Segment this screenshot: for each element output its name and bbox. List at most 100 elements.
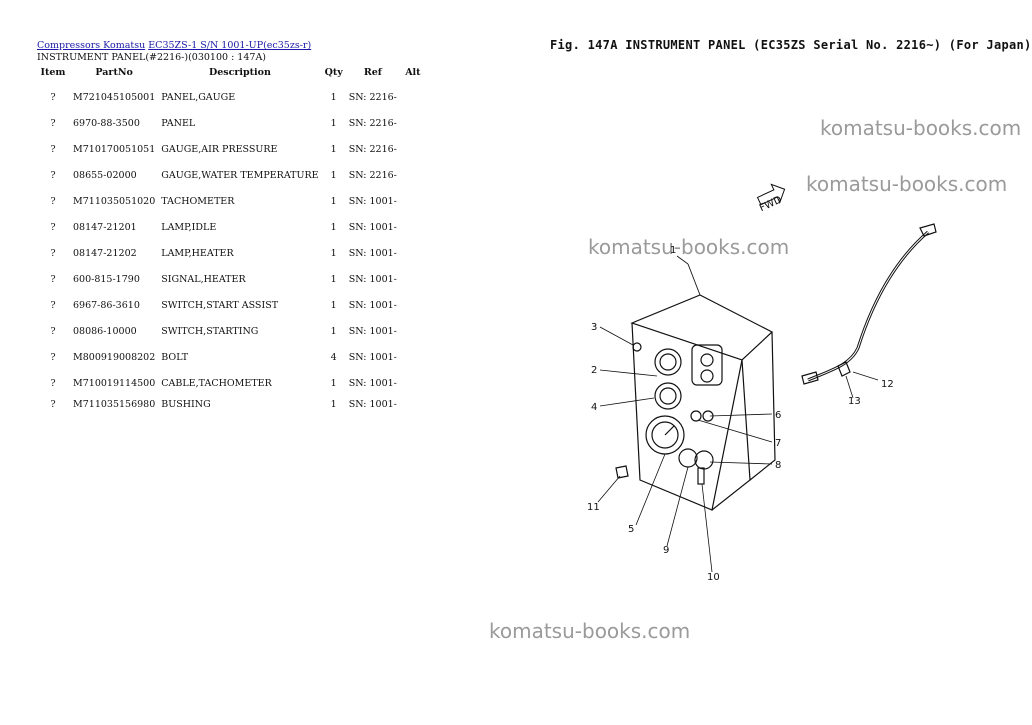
cell-item: ? [50,221,56,233]
cell-description: CABLE,TACHOMETER [161,377,272,389]
cell-qty: 1 [330,398,337,410]
cell-description: TACHOMETER [161,195,235,207]
cell-ref: SN: 1001- [348,221,397,233]
callout-3: 3 [591,322,597,333]
cell-description: SIGNAL,HEATER [161,273,246,285]
col-header-partno: PartNo [95,67,133,78]
cell-partno: M710019114500 [73,377,156,389]
table-row: ? 08147-21201 LAMP,IDLE 1 SN: 1001- [36,214,426,240]
col-header-item: Item [40,67,66,78]
cell-item: ? [50,273,56,285]
cell-item: ? [50,398,56,410]
cell-ref: SN: 1001- [348,247,397,259]
cell-item: ? [50,377,56,389]
cell-item: ? [50,143,56,155]
cell-item: ? [50,91,56,103]
cell-partno: M711035156980 [73,398,156,410]
cell-description: SWITCH,START ASSIST [161,299,279,311]
parts-table: Item PartNo Description Qty Ref Alt ?M72… [36,65,426,412]
callout-8: 8 [775,460,781,471]
lamp-cluster-icon [691,344,723,386]
cell-ref: SN: 2216- [348,169,397,181]
cell-ref: SN: 2216- [348,91,397,103]
cell-alt [400,370,426,396]
cell-item: ? [50,299,56,311]
cell-ref: SN: 2216- [348,143,397,155]
heater-signal-icon [690,410,714,422]
table-header-row: Item PartNo Description Qty Ref Alt [36,65,426,84]
cell-alt [400,318,426,344]
cell-alt [400,188,426,214]
cell-ref: SN: 1001- [348,299,397,311]
cell-description: LAMP,IDLE [161,221,217,233]
cell-alt [400,344,426,370]
gauge-water-temperature-icon [654,382,682,410]
callout-leaders [597,255,879,573]
cell-description: GAUGE,AIR PRESSURE [161,143,278,155]
cell-partno: 08147-21201 [73,221,137,233]
cell-alt [400,396,426,412]
cell-alt [400,292,426,318]
cell-description: BOLT [161,351,189,363]
cell-ref: SN: 1001- [348,325,397,337]
cell-partno: 08655-02000 [73,169,137,181]
callout-4: 4 [591,402,597,413]
cell-description: SWITCH,STARTING [161,325,259,337]
cell-item: ? [50,247,56,259]
breadcrumb-link-category[interactable]: Compressors Komatsu [37,40,146,51]
callout-6: 6 [775,410,781,421]
cell-item: ? [50,325,56,337]
cell-item: ? [50,195,56,207]
cell-description: GAUGE,WATER TEMPERATURE [161,169,319,181]
callout-1: 1 [670,245,676,256]
cell-alt [400,136,426,162]
cell-qty: 1 [330,143,337,155]
cell-description: LAMP,HEATER [161,247,234,259]
cell-description: PANEL [161,117,196,129]
watermark: komatsu-books.com [489,619,691,643]
cell-qty: 4 [330,351,337,363]
cell-qty: 1 [330,221,337,233]
breadcrumb-link-model[interactable]: EC35ZS-1 S/N 1001-UP(ec35zs-r) [148,40,312,51]
instrument-panel-diagram: 1 2 3 4 5 6 7 8 9 10 11 12 13 FWD [587,183,937,583]
bolt-icon [615,342,642,479]
cell-description: BUSHING [161,398,211,410]
callout-12: 12 [881,379,894,390]
breadcrumb: Compressors Komatsu EC35ZS-1 S/N 1001-UP… [37,40,311,51]
cell-partno: 600-815-1790 [73,273,140,285]
watermark: komatsu-books.com [588,235,790,259]
callout-7: 7 [775,438,781,449]
watermark: komatsu-books.com [806,172,1008,196]
cell-item: ? [50,117,56,129]
page-subtitle: INSTRUMENT PANEL(#2216-)(030100 : 147A) [37,52,267,63]
callout-10: 10 [707,572,720,583]
watermark: komatsu-books.com [820,116,1022,140]
cell-qty: 1 [330,273,337,285]
cell-qty: 1 [330,247,337,259]
cell-partno: 08086-10000 [73,325,137,337]
cell-alt [400,266,426,292]
cell-partno: 6967-86-3610 [73,299,140,311]
cell-partno: 6970-88-3500 [73,117,140,129]
tachometer-cable-icon [801,223,937,385]
table-row: ? 08086-10000 SWITCH,STARTING 1 SN: 1001- [36,318,426,344]
cell-partno: M711035051020 [73,195,156,207]
col-header-qty: Qty [324,67,343,78]
cell-alt [400,84,426,110]
cell-qty: 1 [330,325,337,337]
cell-item: ? [50,169,56,181]
col-header-ref: Ref [363,67,382,78]
cell-item: ? [50,351,56,363]
callout-9: 9 [663,545,669,556]
callout-11: 11 [587,502,600,513]
